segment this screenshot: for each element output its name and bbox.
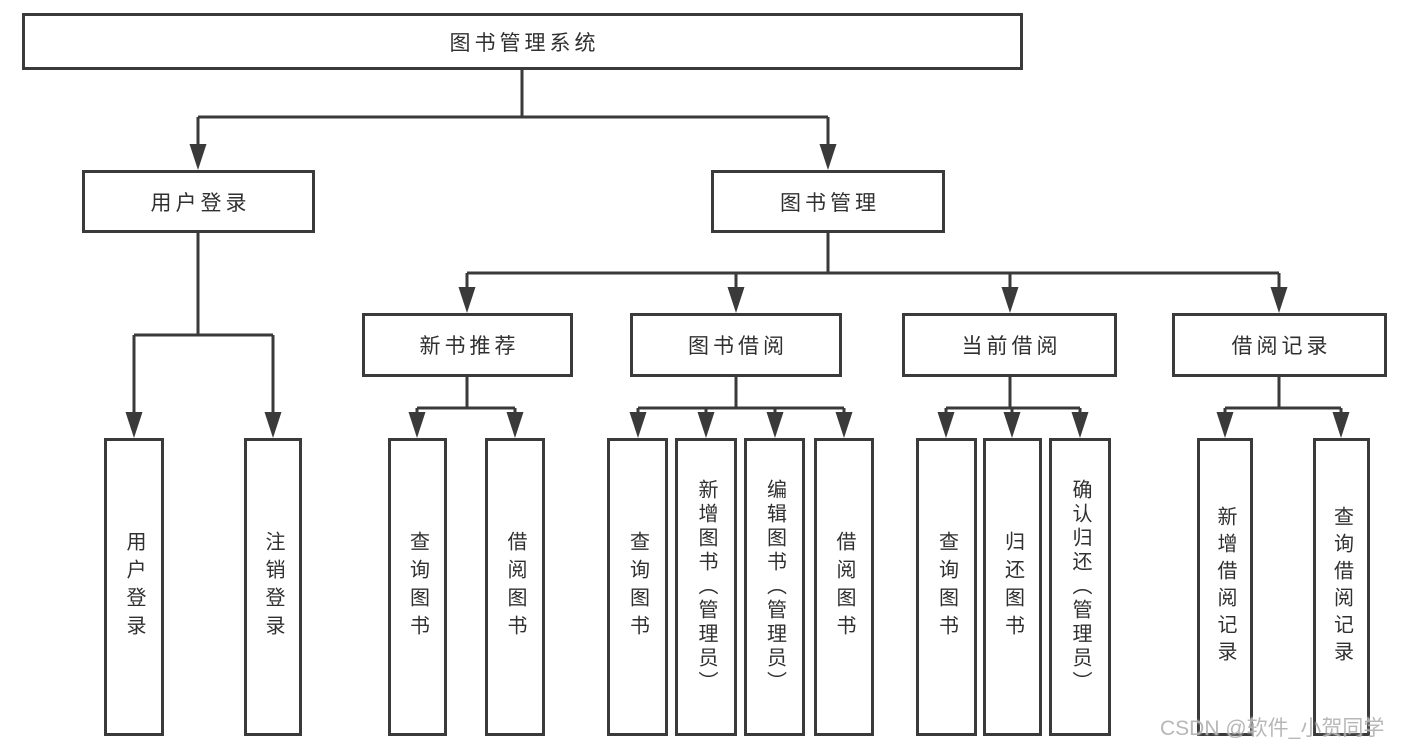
node-label: 图书管理系统	[449, 31, 600, 55]
node-label: 借阅图书	[833, 531, 855, 643]
leaf-return-books: 归还图书	[983, 438, 1042, 736]
node-current-borrowing: 当前借阅	[902, 313, 1117, 377]
node-new-book-recommendation: 新书推荐	[362, 313, 573, 377]
node-label: 新增借阅记录	[1214, 506, 1236, 668]
leaf-borrow-books-borrow: 借阅图书	[814, 438, 874, 736]
leaf-borrow-books-recommend: 借阅图书	[485, 438, 545, 736]
node-label: 查询图书	[935, 531, 958, 643]
leaf-add-book-admin: 新增图书（管理员）	[675, 438, 737, 736]
node-label: 确认归还（管理员）	[1069, 479, 1091, 695]
node-label: 归还图书	[1001, 531, 1024, 643]
node-label: 图书管理	[780, 191, 880, 215]
node-label: 注销登录	[262, 531, 284, 643]
node-label: 编辑图书（管理员）	[763, 479, 786, 695]
node-label: 用户登录	[150, 191, 251, 215]
leaf-query-books-recommend: 查询图书	[388, 438, 447, 736]
node-label: 新增图书（管理员）	[695, 479, 717, 695]
leaf-add-borrowing-record: 新增借阅记录	[1197, 438, 1253, 736]
node-label: 借阅图书	[504, 531, 526, 643]
node-label: 新书推荐	[419, 335, 520, 358]
node-label: 查询借阅记录	[1330, 506, 1353, 668]
node-label: 查询图书	[626, 531, 649, 643]
leaf-logout: 注销登录	[244, 438, 302, 736]
node-library-management-system: 图书管理系统	[22, 13, 1023, 70]
node-label: 图书借阅	[688, 335, 788, 358]
node-label: 借阅记录	[1231, 335, 1332, 358]
leaf-user-login: 用户登录	[104, 438, 164, 736]
node-borrowing-records: 借阅记录	[1172, 313, 1387, 377]
node-label: 当前借阅	[961, 335, 1062, 358]
node-book-management: 图书管理	[711, 170, 945, 233]
node-label: 查询图书	[406, 531, 429, 643]
node-label: 用户登录	[123, 531, 145, 643]
leaf-query-books-current: 查询图书	[916, 438, 977, 736]
csdn-watermark: CSDN @软件_小贺同学	[1160, 717, 1385, 740]
leaf-query-books-borrow: 查询图书	[607, 438, 668, 736]
arrowhead-icons	[125, 144, 1350, 438]
leaf-query-borrowing-record: 查询借阅记录	[1313, 438, 1370, 736]
node-book-borrowing: 图书借阅	[630, 313, 842, 377]
leaf-confirm-return-admin: 确认归还（管理员）	[1049, 438, 1111, 736]
node-user-login: 用户登录	[82, 170, 315, 233]
leaf-edit-book-admin: 编辑图书（管理员）	[744, 438, 805, 736]
